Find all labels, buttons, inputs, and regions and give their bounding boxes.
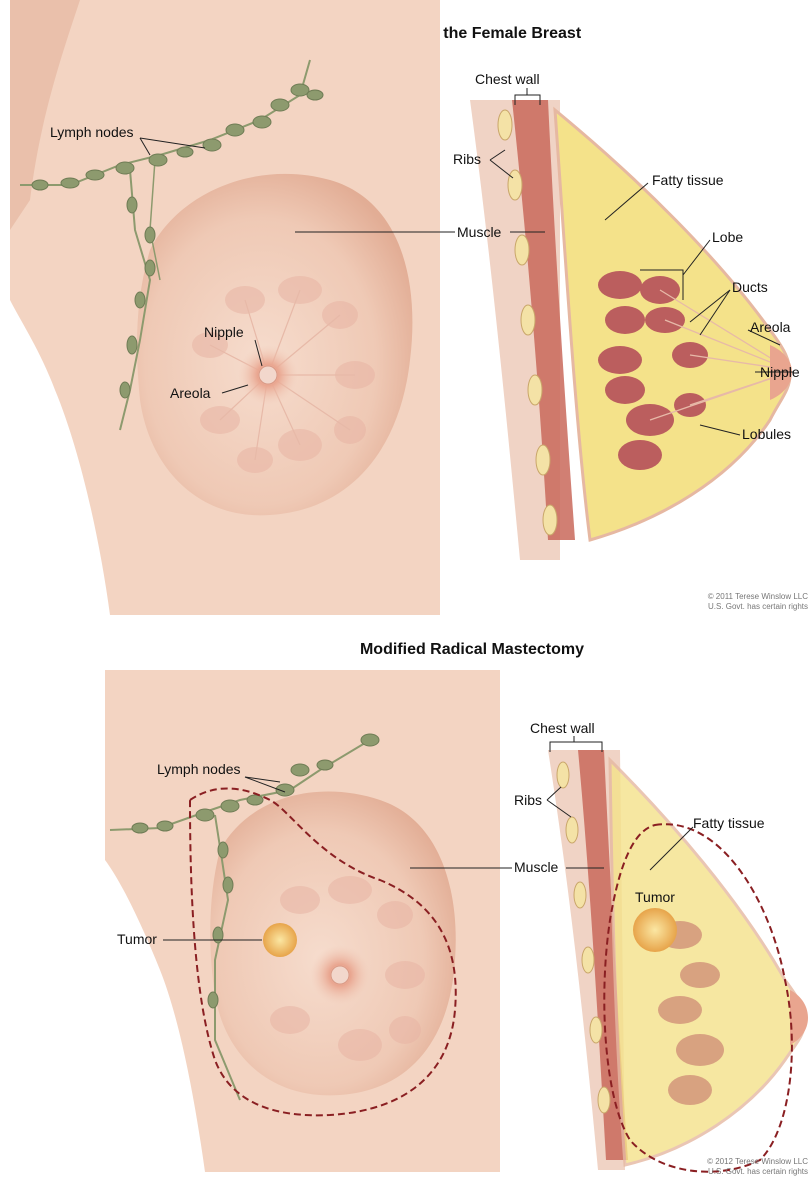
label-nipple: Nipple xyxy=(204,324,244,340)
side-view-illustration-2 xyxy=(548,736,808,1172)
label-nipple-side: Nipple xyxy=(760,364,800,380)
label-muscle: Muscle xyxy=(457,224,502,240)
label-ribs: Ribs xyxy=(453,151,481,167)
front-view-illustration-2 xyxy=(105,670,500,1172)
panel-mastectomy: Modified Radical Mastectomy xyxy=(105,641,808,1176)
nipple-front xyxy=(259,366,277,384)
label-fatty-tissue-2: Fatty tissue xyxy=(693,815,765,831)
label-lymph-nodes: Lymph nodes xyxy=(50,124,134,140)
label-chest-wall-2: Chest wall xyxy=(530,720,595,736)
label-chest-wall: Chest wall xyxy=(475,71,540,87)
chest-wall-bracket-2 xyxy=(550,736,602,752)
label-ribs-2: Ribs xyxy=(514,792,542,808)
copyright-2011-line1: © 2011 Terese Winslow LLC xyxy=(708,592,809,601)
tumor-side xyxy=(633,908,677,952)
copyright-2011-line2: U.S. Govt. has certain rights xyxy=(708,602,808,611)
label-lobe: Lobe xyxy=(712,229,743,245)
copyright-2012-line1: © 2012 Terese Winslow LLC xyxy=(707,1157,808,1166)
label-lymph-nodes-2: Lymph nodes xyxy=(157,761,241,777)
label-tumor: Tumor xyxy=(117,931,157,947)
label-areola-side: Areola xyxy=(750,319,791,335)
label-fatty-tissue: Fatty tissue xyxy=(652,172,724,188)
side-view-illustration xyxy=(470,88,792,560)
copyright-2012-line2: U.S. Govt. has certain rights xyxy=(708,1167,808,1176)
panel2-title: Modified Radical Mastectomy xyxy=(360,641,584,658)
panel-anatomy: Anatomy of the Female Breast xyxy=(10,0,808,615)
label-ducts: Ducts xyxy=(732,279,768,295)
nipple-front-2 xyxy=(331,966,349,984)
front-view-illustration xyxy=(10,0,440,615)
breast-shape-2 xyxy=(210,792,455,1096)
label-tumor-side: Tumor xyxy=(635,889,675,905)
label-muscle-2: Muscle xyxy=(514,859,559,875)
label-areola: Areola xyxy=(170,385,211,401)
tumor-front xyxy=(263,923,297,957)
label-lobules: Lobules xyxy=(742,426,791,442)
